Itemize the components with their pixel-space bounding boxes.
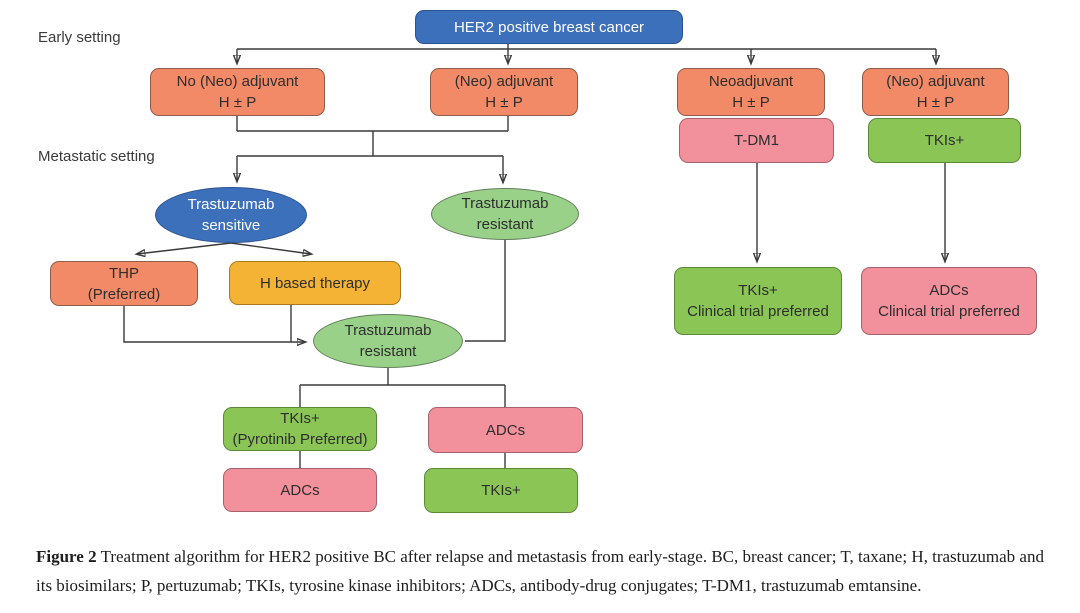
node-label-line1: TKIs+: [280, 410, 320, 427]
node-h-based-therapy: H based therapy: [229, 261, 401, 305]
node-tkis-bottom-right: TKIs+: [424, 468, 578, 513]
node-label: T-DM1: [734, 132, 779, 149]
node-label-line2: Clinical trial preferred: [878, 303, 1020, 320]
node-trastuzumab-sensitive: Trastuzumab sensitive: [155, 187, 307, 243]
connector-arrow: [137, 242, 232, 254]
node-label: TKIs+: [924, 132, 965, 149]
node-label-line2: resistant: [359, 343, 417, 360]
node-tkis-pyrotinib-preferred: TKIs+ (Pyrotinib Preferred): [223, 407, 377, 451]
node-label: ADCs: [280, 481, 320, 499]
node-label: ADCs: [485, 421, 526, 439]
node-label: H based therapy: [259, 274, 371, 292]
figure-caption-label: Figure 2: [36, 547, 97, 566]
figure-caption-body: Treatment algorithm for HER2 positive BC…: [36, 547, 1044, 595]
node-neoadjuvant: Neoadjuvant H ± P: [677, 68, 825, 116]
node-thp-preferred: THP (Preferred): [50, 261, 198, 306]
node-label-line2: (Preferred): [87, 285, 161, 303]
node-label-line1: ADCs: [929, 282, 969, 299]
node-her2-positive-breast-cancer: HER2 positive breast cancer: [415, 10, 683, 44]
node-neo-adjuvant-right: (Neo) adjuvant H ± P: [862, 68, 1009, 116]
node-label-line2: H ± P: [218, 94, 257, 111]
metastatic-setting-label: Metastatic setting: [38, 148, 155, 165]
node-label-line1: Trastuzumab: [187, 196, 275, 213]
node-label-line1: (Neo) adjuvant: [886, 73, 985, 90]
node-label-line2: resistant: [476, 216, 534, 233]
connector-arrow: [230, 242, 311, 254]
node-no-neo-adjuvant: No (Neo) adjuvant H ± P: [150, 68, 325, 116]
node-tkis-right-top: TKIs+: [868, 118, 1021, 163]
node-adcs-mid-right: ADCs: [428, 407, 583, 453]
figure-caption: Figure 2 Treatment algorithm for HER2 po…: [36, 543, 1044, 600]
node-trastuzumab-resistant-upper: Trastuzumab resistant: [431, 188, 579, 240]
node-neo-adjuvant-early: (Neo) adjuvant H ± P: [430, 68, 578, 116]
node-label-line2: (Pyrotinib Preferred): [232, 431, 368, 448]
node-label: HER2 positive breast cancer: [453, 18, 645, 36]
connector-arrow: [123, 306, 305, 342]
early-setting-label: Early setting: [38, 29, 121, 46]
node-label-line2: sensitive: [201, 217, 261, 234]
node-label-line2: H ± P: [732, 94, 770, 111]
node-label-line2: H ± P: [916, 94, 955, 111]
node-label-line1: THP: [109, 264, 139, 282]
node-adcs-clinical-trial-preferred: ADCs Clinical trial preferred: [861, 267, 1037, 335]
node-label: TKIs+: [481, 482, 521, 499]
node-tkis-clinical-trial-preferred: TKIs+ Clinical trial preferred: [674, 267, 842, 335]
node-label-line1: Trastuzumab: [344, 322, 432, 339]
connector-line: [465, 240, 506, 342]
node-label-line1: No (Neo) adjuvant: [176, 73, 299, 90]
node-adcs-bottom-left: ADCs: [223, 468, 377, 512]
node-label-line2: Clinical trial preferred: [687, 303, 829, 320]
node-label-line1: (Neo) adjuvant: [454, 73, 554, 90]
node-label-line2: H ± P: [485, 94, 523, 111]
node-t-dm1: T-DM1: [679, 118, 834, 163]
node-label-line1: Neoadjuvant: [708, 73, 794, 90]
node-trastuzumab-resistant-mid: Trastuzumab resistant: [313, 314, 463, 368]
node-label-line1: TKIs+: [738, 282, 778, 299]
node-label-line1: Trastuzumab: [461, 195, 549, 212]
